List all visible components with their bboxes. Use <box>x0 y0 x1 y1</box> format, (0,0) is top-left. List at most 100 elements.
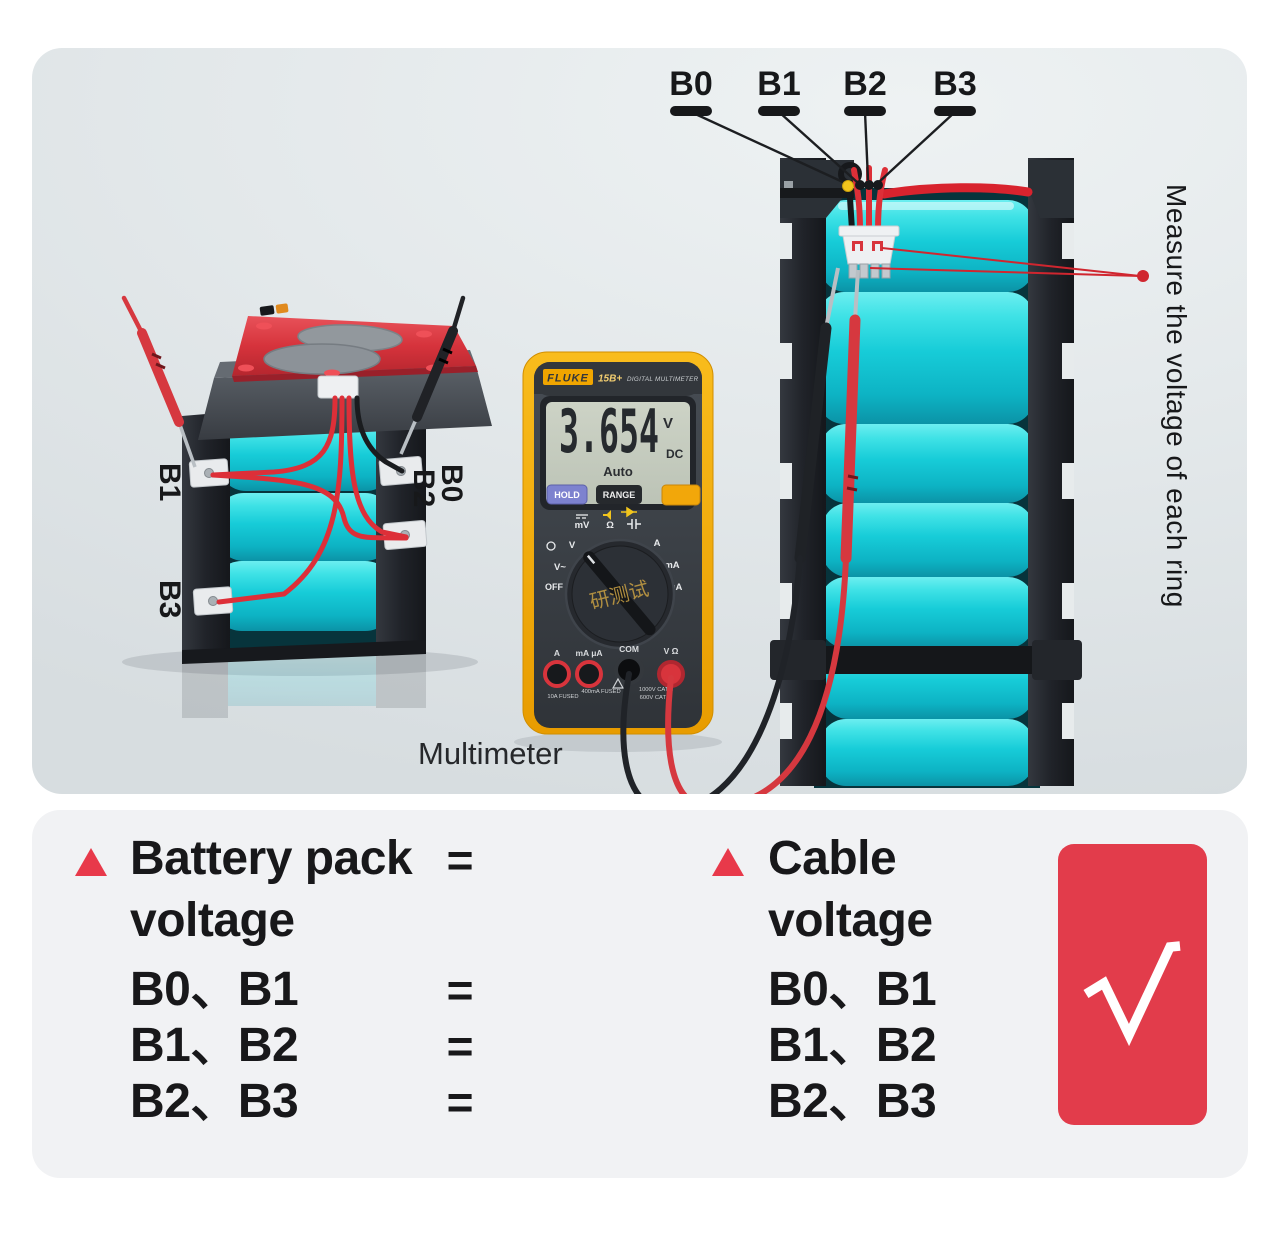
beeper-icon <box>603 510 611 520</box>
cable-row-1: B0、B1 <box>768 963 937 1016</box>
wire-dot-b2 <box>864 180 874 190</box>
terminal-label-b2: B2 <box>407 469 440 507</box>
illustration-graphics: B1 B3 B0 B2 <box>121 110 1149 794</box>
battery-cell <box>820 719 1034 786</box>
battery-cell <box>820 424 1034 503</box>
black-probe-right <box>794 267 840 564</box>
brand-badge <box>543 369 593 385</box>
title-line: Battery pack <box>130 832 413 885</box>
jack-label-com: COM <box>619 644 639 654</box>
dial-label-mv: mV <box>575 520 590 531</box>
probe-label-text: B0 <box>669 65 713 103</box>
battery-cell <box>212 561 395 631</box>
battery-cell <box>818 292 1034 424</box>
equals-sign: = <box>446 1076 474 1128</box>
test-lead-cables <box>620 555 849 794</box>
label-underline <box>934 106 976 116</box>
meter-brand: FLUKE <box>547 373 589 385</box>
battery-pack-voltage-title: Battery pack voltage <box>130 828 413 952</box>
red-power-cable <box>879 183 1033 199</box>
cable-row-2: B1、B2 <box>768 1019 937 1072</box>
illustration-panel: B1 B3 B0 B2 <box>32 48 1247 794</box>
jack-label-vohm: V Ω <box>664 646 679 656</box>
lcd-reading: 3.654 <box>559 397 659 467</box>
battery-cell <box>822 503 1034 577</box>
wire-dot-b1 <box>855 180 865 190</box>
hold-button <box>546 484 588 505</box>
yellow-button <box>661 484 701 506</box>
right-battery-pack <box>770 158 1149 788</box>
lcd-unit: V <box>663 415 673 432</box>
red-lead-cable <box>665 555 849 794</box>
black-wire <box>354 395 405 474</box>
meter-kind: DIGITAL MULTIMETER <box>627 376 699 383</box>
wire-dot-b3 <box>873 180 883 190</box>
hold-button-label: HOLD <box>554 490 580 500</box>
dial-label-ohm: Ω <box>606 520 614 531</box>
probe-label-text: B2 <box>843 65 887 103</box>
left-battery-pack: B1 B3 B0 B2 <box>121 295 492 718</box>
marking-fuse-ma: 400mA FUSED <box>581 689 620 695</box>
dc-mark-icon <box>576 514 588 519</box>
label-underline <box>844 106 886 116</box>
equals-sign: = <box>446 964 474 1016</box>
pointer-line <box>881 247 1141 277</box>
red-wires <box>210 395 409 605</box>
pack-row-2: B1、B2 <box>130 1019 299 1072</box>
label-underline <box>670 106 712 116</box>
red-probe-left <box>121 295 197 468</box>
metal-plate <box>263 343 381 375</box>
battery-cell <box>820 577 1034 648</box>
dial-label-vdc: V <box>569 540 576 551</box>
terminal-label-b3: B3 <box>153 580 186 618</box>
jack-a <box>543 660 571 688</box>
probe-label-b1: B1 <box>737 66 821 116</box>
marking-cat2: 1000V CAT II <box>639 687 674 693</box>
pack-row-3: B2、B3 <box>130 1075 299 1128</box>
capacitance-icon <box>627 519 641 529</box>
probe-label-text: B1 <box>757 65 801 103</box>
range-button <box>596 485 642 504</box>
title-line: voltage <box>768 894 933 947</box>
pack-row-1: B0、B1 <box>130 963 299 1016</box>
vertical-note: Measure the voltage of each ring <box>1161 184 1192 608</box>
dial-label-off: OFF <box>545 582 563 592</box>
equals-sign: = <box>446 1020 474 1072</box>
label-underline <box>758 106 800 116</box>
frame-top-cap-right <box>1028 160 1074 218</box>
lcd-range: Auto <box>603 464 633 479</box>
lcd-mode: DC <box>666 447 684 461</box>
lcd-screen <box>546 402 690 504</box>
probe-label-text: B3 <box>933 65 977 103</box>
title-line: voltage <box>130 894 295 947</box>
multimeter-caption: Multimeter <box>418 736 563 771</box>
jack-label-a: A <box>554 648 560 658</box>
lid-switch <box>259 305 275 316</box>
check-card <box>1058 844 1207 1125</box>
probe-label-b2: B2 <box>823 66 907 116</box>
balance-connector <box>317 375 359 399</box>
dial-knob <box>583 551 656 636</box>
battery-cell <box>215 493 394 561</box>
pack-reflection <box>182 650 426 718</box>
jack-ma-ua <box>575 660 603 688</box>
dial-label-ma: mA <box>664 560 679 571</box>
wire-dot-b0 <box>842 180 854 192</box>
warning-icon <box>611 677 625 689</box>
multimeter: FLUKE 15B+ DIGITAL MULTIMETER 3.654 V DC… <box>522 351 714 735</box>
dial-label-a: A <box>654 538 661 549</box>
summary-panel: Battery pack voltage = Cable voltage B0、… <box>32 810 1248 1178</box>
balance-connector <box>838 225 900 279</box>
red-probe-right <box>840 269 861 564</box>
annotation-lines <box>690 110 956 185</box>
triangle-bullet-left <box>75 848 107 876</box>
pointer-line <box>869 267 1141 277</box>
black-lead-cable <box>620 555 803 794</box>
dial-label-vac: V~ <box>554 562 566 573</box>
black-probe-left <box>399 295 466 455</box>
cable-row-3: B2、B3 <box>768 1075 937 1128</box>
backlight-icon <box>546 541 556 551</box>
terminal-label-b1: B1 <box>153 463 186 501</box>
check-icon <box>1083 941 1181 1047</box>
